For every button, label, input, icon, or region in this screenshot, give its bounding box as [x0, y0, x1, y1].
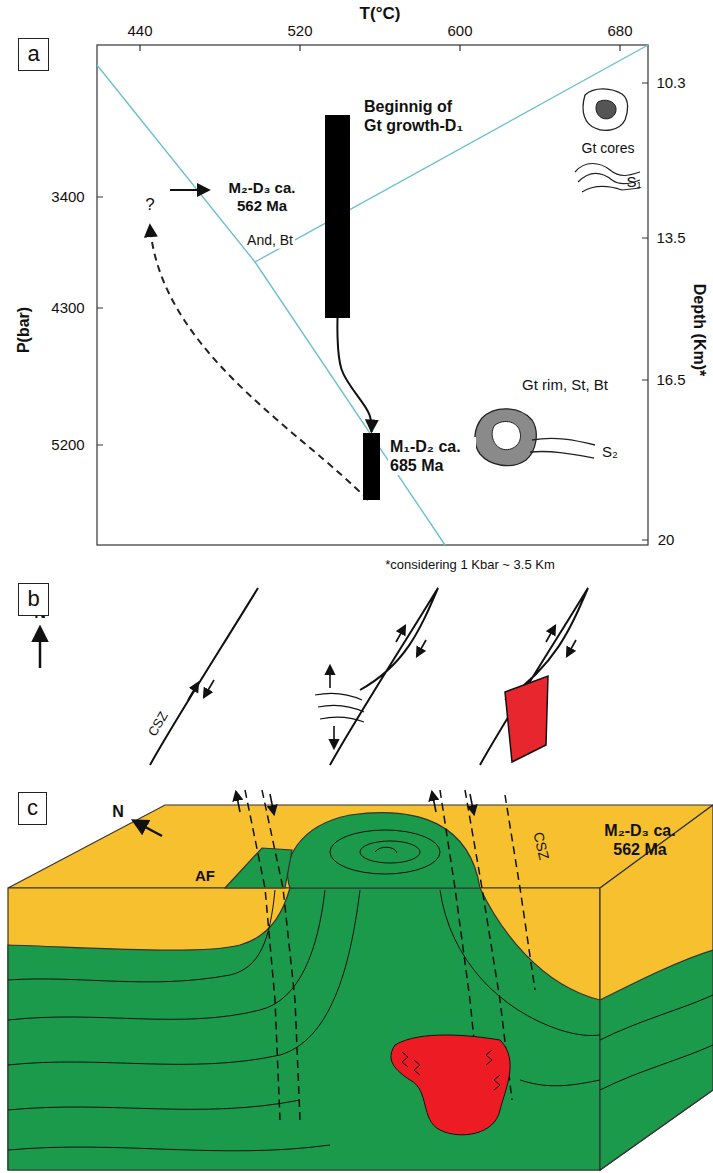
tick-label: 16.5: [656, 371, 685, 389]
pluton: [505, 676, 548, 762]
foliation-label: S₁: [626, 173, 641, 191]
stage-label: M₁-D₂ ca. 685 Ma: [388, 437, 476, 475]
mineral-label: Gt cores: [582, 140, 635, 157]
tick-label: 10.3: [656, 74, 685, 92]
north-arrow: [134, 821, 162, 836]
tick-label: 440: [127, 22, 152, 40]
tick-label: 3400: [51, 188, 84, 206]
basement-right: [600, 950, 713, 1170]
question-mark: ?: [145, 195, 154, 215]
panel-letter: a: [18, 38, 49, 71]
block-diagram: [8, 805, 713, 1170]
axis-title: P(bar): [14, 307, 33, 353]
north-arrow: [39, 628, 42, 668]
tick-label: 520: [287, 22, 312, 40]
mineral-label: And, Bt: [245, 232, 295, 249]
foliation-s2: [530, 438, 595, 458]
fault-trace: [150, 588, 258, 765]
axis-title: T(°C): [360, 4, 401, 24]
stage-label: M₂-D₃ ca. 562 Ma: [218, 179, 306, 215]
pointer-arrow: [170, 189, 208, 191]
basement-front: [8, 888, 600, 1170]
fault-label: AF: [195, 867, 215, 885]
shear-zone-sketches: [150, 588, 588, 765]
panel-letter-text: c: [27, 795, 38, 821]
granite-body: [391, 1035, 510, 1135]
stage-label: Beginnig of Gt growth-D₁: [362, 97, 470, 135]
tick-label: 13.5: [656, 229, 685, 247]
fault-label: CSZ: [145, 709, 172, 739]
magmatic-fabric: [402, 1050, 500, 1090]
fault-trace: [330, 588, 438, 765]
extension-lines: [315, 693, 364, 722]
pt-stage-bar: M₁-D₂ ca. 685 Ma: [363, 433, 380, 500]
garnet-outline: [583, 89, 628, 131]
axis-title: Depth (Km)*: [689, 284, 708, 376]
sense-arrows: [188, 626, 576, 748]
garnet-core: [596, 100, 616, 119]
fault-label: CSZ: [529, 828, 553, 863]
tick-label: 20: [658, 531, 675, 549]
garnet-inner: [492, 421, 520, 449]
panel-letter-text: a: [27, 41, 39, 67]
path-arrow: [337, 318, 371, 432]
pt-stage-bar: Beginnig of Gt growth-D₁: [325, 115, 350, 318]
mineral-label: Gt rim, St, Bt: [522, 376, 608, 394]
footnote: *considering 1 Kbar ~ 3.5 Km: [385, 557, 554, 573]
garnet-core-sketch: [583, 89, 628, 131]
axis-ticks: [97, 45, 648, 540]
tick-label: 4300: [51, 299, 84, 317]
fold-traces: [8, 830, 713, 1151]
front-face: [8, 888, 600, 1170]
garnet-rim-sketch: [475, 409, 536, 466]
panel-letter: b: [18, 583, 49, 616]
panel-letter: c: [18, 792, 47, 825]
tick-label: 5200: [51, 436, 84, 454]
fold-dome: [288, 813, 481, 888]
foliation-label: S₂: [602, 443, 618, 461]
north-label: N: [112, 802, 124, 821]
garnet-rim: [475, 409, 536, 466]
stage-label: M₂-D₃ ca. 562 Ma: [592, 821, 688, 859]
reaction-lines: [97, 45, 648, 545]
tick-label: 600: [447, 22, 472, 40]
tick-label: 680: [607, 22, 632, 40]
plot-frame: [97, 45, 648, 545]
right-face: [600, 805, 713, 1170]
fault-trace: [480, 588, 588, 765]
sense-arrows: [236, 792, 474, 814]
panel-letter-text: b: [27, 586, 39, 612]
